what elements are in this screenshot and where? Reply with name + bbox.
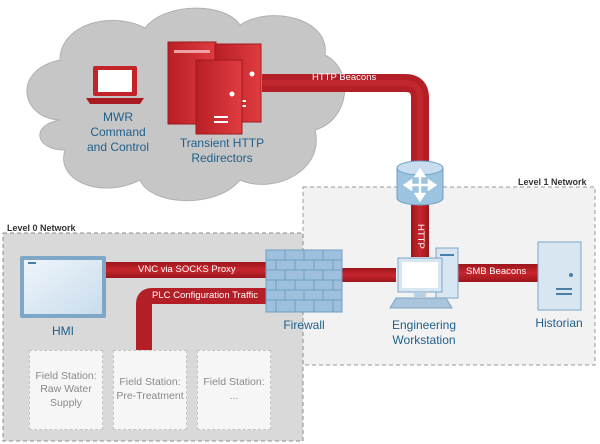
server-redirector-front-icon [195, 59, 243, 135]
field-station-raw-water: Field Station: Raw Water Supply [29, 350, 103, 430]
field-station-label: Field Station: Raw Water Supply [35, 369, 97, 409]
http-label: HTTP [415, 224, 426, 249]
pipe-plc [136, 288, 270, 352]
hmi-screen-icon [20, 256, 106, 318]
mwr-c2-label: MWR Command and Control [86, 110, 150, 154]
workstation-icon [389, 247, 459, 309]
vnc-label: VNC via SOCKS Proxy [138, 264, 236, 275]
laptop-icon [86, 66, 144, 104]
field-station-label: Field Station: Pre-Treatment [116, 376, 184, 402]
hmi-label: HMI [52, 324, 74, 338]
field-station-more: Field Station: ... [197, 350, 271, 430]
field-station-label: Field Station: ... [203, 376, 265, 402]
workstation-label: Engineering Workstation [391, 318, 457, 347]
pipe-smb [455, 264, 539, 282]
redirectors-label: Transient HTTP Redirectors [179, 136, 265, 165]
pipe-http [411, 205, 429, 257]
field-station-pre-treatment: Field Station: Pre-Treatment [113, 350, 187, 430]
plc-traffic-label: PLC Configuration Traffic [152, 290, 258, 301]
pipe-firewall-workstation [340, 268, 396, 282]
level0-network-label: Level 0 Network [7, 223, 76, 233]
level1-network-label: Level 1 Network [518, 177, 587, 187]
firewall-icon [265, 249, 343, 313]
http-beacons-label: HTTP Beacons [312, 72, 377, 83]
pipe-http-beacons [262, 74, 429, 168]
historian-label: Historian [535, 316, 583, 330]
historian-server-icon [537, 241, 582, 311]
router-icon [396, 160, 444, 206]
pipe-vnc [104, 262, 270, 278]
firewall-label: Firewall [283, 318, 325, 332]
smb-beacons-label: SMB Beacons [466, 266, 527, 277]
